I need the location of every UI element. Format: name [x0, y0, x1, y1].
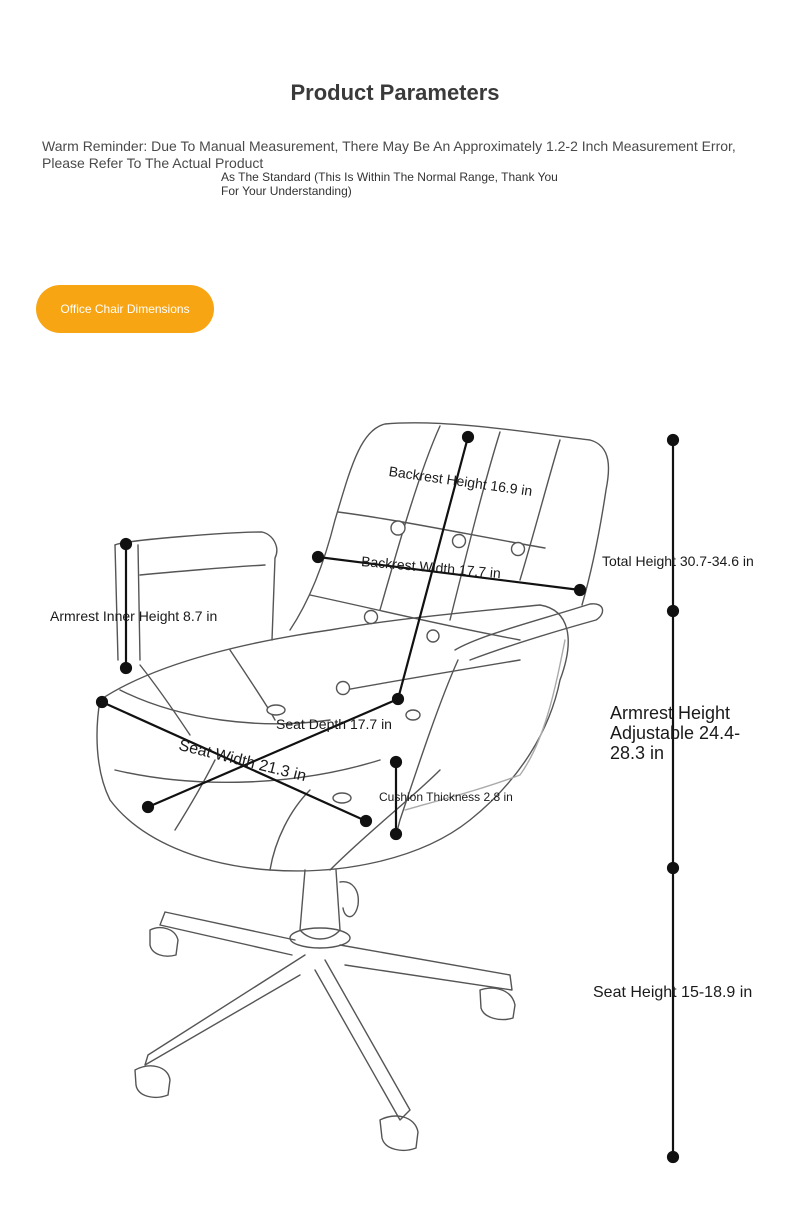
cushion-thickness-label: Cushion Thickness 2.8 in — [379, 790, 513, 804]
warm-reminder-text: Warm Reminder: Due To Manual Measurement… — [42, 138, 736, 171]
total-height-label: Total Height 30.7-34.6 in — [602, 553, 754, 569]
chair-outline — [96, 422, 610, 1151]
warm-reminder-continuation: As The Standard (This Is Within The Norm… — [221, 170, 558, 198]
office-chair-dimensions-button[interactable]: Office Chair Dimensions — [36, 285, 214, 333]
dimension-lines — [95, 430, 680, 1164]
page-title: Product Parameters — [290, 80, 500, 105]
armrest-height-label: Armrest Height Adjustable 24.4-28.3 in — [610, 703, 741, 763]
armrest-inner-height-label: Armrest Inner Height 8.7 in — [50, 608, 218, 624]
seat-depth-label: Seat Depth 17.7 in — [276, 716, 392, 732]
seat-height-label: Seat Height 15-18.9 in — [593, 984, 753, 1001]
